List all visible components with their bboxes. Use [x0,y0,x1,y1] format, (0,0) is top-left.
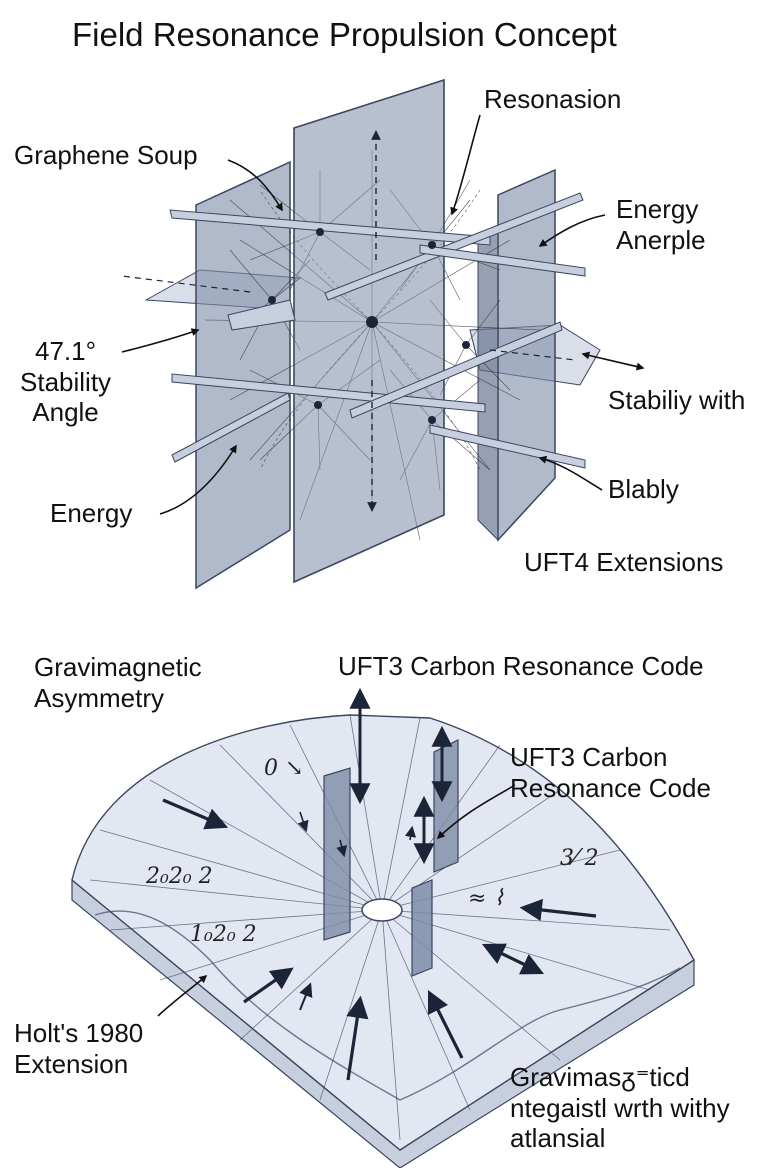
plate-left [324,768,350,940]
page-title: Field Resonance Propulsion Concept [72,16,617,55]
plate-back [434,740,458,872]
label-energy-anerple-line2: Anerple [616,225,706,256]
label-energy-anerple: Energy Anerple [616,194,706,255]
central-hole [362,899,402,921]
scribble-c: 1₀2₀ 2 [190,922,257,947]
label-uft3-mid: UFT3 Carbon Resonance Code [510,742,711,803]
label-uft3-mid-line2: Resonance Code [510,773,711,804]
label-gravimas-line2: ntegaistl wrth withy [510,1093,730,1124]
center-panel [294,80,444,582]
scribble-b: 2₀2₀ 2 [146,864,213,889]
label-gravimagnetic-line1: Gravimagnetic [34,652,202,683]
label-stability-angle-line1: 47.1° [20,336,111,367]
label-gravimas-line3: atlansial [510,1123,730,1154]
label-energy-anerple-line1: Energy [616,194,706,225]
label-gravimagnetic-line2: Asymmetry [34,683,202,714]
label-uft3-top: UFT3 Carbon Resonance Code [338,651,704,682]
label-blably: Blably [608,474,679,505]
scribble-d: 3⁄ 2 [560,846,599,871]
label-holts-extension: Holt's 1980 Extension [14,1018,143,1079]
plate-front [412,880,432,976]
label-gravimagnetic-asymmetry: Gravimagnetic Asymmetry [34,652,202,713]
label-uft3-mid-line1: UFT3 Carbon [510,742,711,773]
label-graphene-soup: Graphene Soup [14,140,198,171]
label-gravimas: Gravimasᵹ⁼ticd ntegaistl wrth withy atla… [510,1062,730,1154]
scribble-e: ≈ ⌇ [468,886,504,911]
label-stability-angle-line3: Angle [20,397,111,428]
label-stability-angle: 47.1° Stability Angle [20,336,111,428]
label-stability-angle-line2: Stability [20,367,111,398]
label-gravimas-line1: Gravimasᵹ⁼ticd [510,1062,730,1093]
label-holts-line1: Holt's 1980 [14,1018,143,1049]
top-diagram [122,80,643,588]
label-holts-line2: Extension [14,1049,143,1080]
label-uft4-extensions: UFT4 Extensions [524,547,723,578]
label-stabiliy-with: Stabiliy with [608,385,745,416]
label-resonasion: Resonasion [484,84,621,115]
label-energy: Energy [50,498,132,529]
scribble-a: 0 ↘ [264,756,303,781]
right-panel-thin [478,225,498,540]
